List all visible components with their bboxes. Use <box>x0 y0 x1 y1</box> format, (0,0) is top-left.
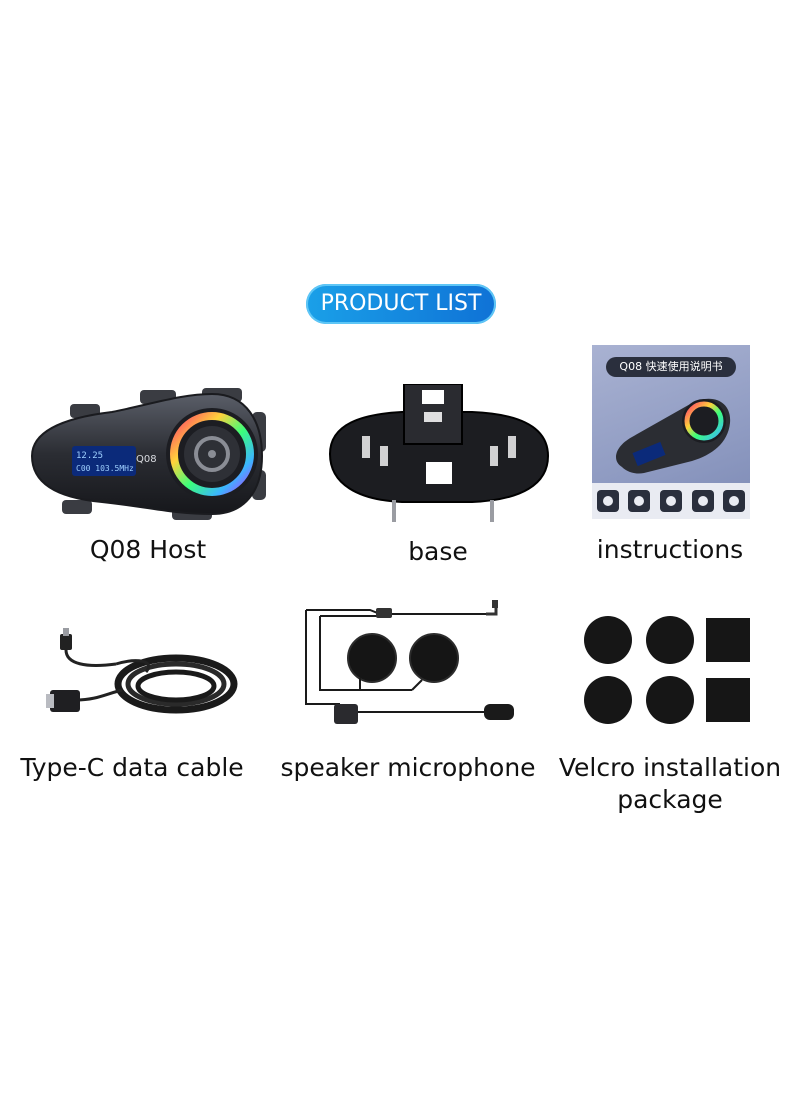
velcro-label-line2: package <box>617 785 723 814</box>
speaker-microphone-icon <box>305 600 514 724</box>
helmet-icon <box>628 490 651 512</box>
product-list-badge: PRODUCT LIST <box>306 284 496 324</box>
speaker-microphone-label: speaker microphone <box>280 753 536 782</box>
q08-host-image: 12.25 C00 103.5MHz Q08 <box>22 382 274 528</box>
type-c-cable-label: Type-C data cable <box>20 753 244 782</box>
velcro-label-line1: Velcro installation <box>558 753 782 782</box>
svg-text:Q08: Q08 <box>136 454 157 465</box>
helmet-icon <box>691 490 714 512</box>
base-image <box>322 384 554 530</box>
helmet-icon <box>723 490 746 512</box>
svg-text:C00 103.5MHz: C00 103.5MHz <box>76 464 134 473</box>
velcro-pads-icon <box>584 616 750 724</box>
q08-host-label: Q08 Host <box>89 535 207 564</box>
speaker-microphone-image <box>300 600 520 730</box>
helmet-icon <box>596 490 619 512</box>
instructions-label: instructions <box>596 535 744 564</box>
manual-title: Q08 快速使用说明书 <box>606 357 736 377</box>
type-c-cable-image <box>46 624 246 734</box>
instructions-image: Q08 快速使用说明书 <box>592 345 750 519</box>
helmet-icons-row <box>592 483 750 519</box>
base-label: base <box>408 537 468 566</box>
velcro-pads-image <box>582 614 754 726</box>
svg-text:12.25: 12.25 <box>76 451 103 461</box>
helmet-icon <box>659 490 682 512</box>
instruction-manual-icon <box>616 398 731 474</box>
mounting-base-icon <box>328 384 550 522</box>
usb-cable-icon <box>46 628 238 714</box>
bluetooth-intercom-icon: 12.25 C00 103.5MHz Q08 <box>30 388 266 520</box>
